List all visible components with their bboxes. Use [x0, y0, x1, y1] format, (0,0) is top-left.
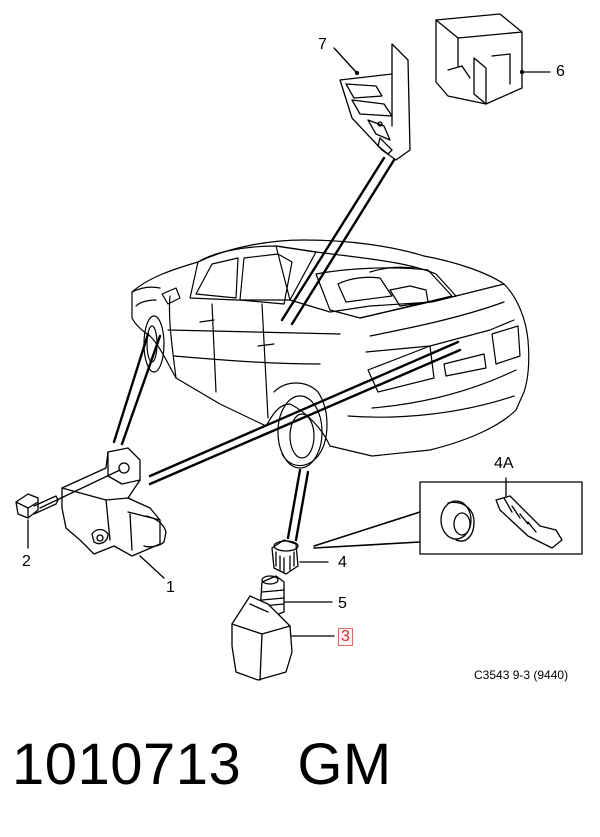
callout-label-5: 5 [338, 595, 347, 612]
car-illustration [131, 239, 530, 469]
detail-4a-box [313, 477, 583, 555]
tire-sensor-part-3 [231, 595, 335, 681]
callout-label-7: 7 [318, 36, 327, 53]
receiver-module-part-1 [61, 447, 167, 579]
callout-label-4: 4 [338, 554, 347, 571]
control-module-part-6 [435, 13, 551, 105]
callout-label-6: 6 [556, 63, 565, 80]
callout-label-4a: 4A [494, 455, 514, 472]
exploded-parts-diagram [15, 13, 583, 681]
diagram-caption: C3543 9-3 (9440) [474, 668, 569, 682]
part-number: 1010713 [12, 732, 242, 797]
callout-label-1: 1 [166, 579, 175, 596]
callout-label-2: 2 [22, 553, 31, 570]
brand-name: GM [297, 732, 392, 797]
valve-cap-part-4 [271, 539, 329, 575]
bracket-part-7 [333, 43, 411, 161]
screw-part-2 [15, 469, 121, 549]
part-number-heading: 1010713 GM [12, 733, 392, 797]
callout-label-3: 3 [338, 628, 353, 646]
